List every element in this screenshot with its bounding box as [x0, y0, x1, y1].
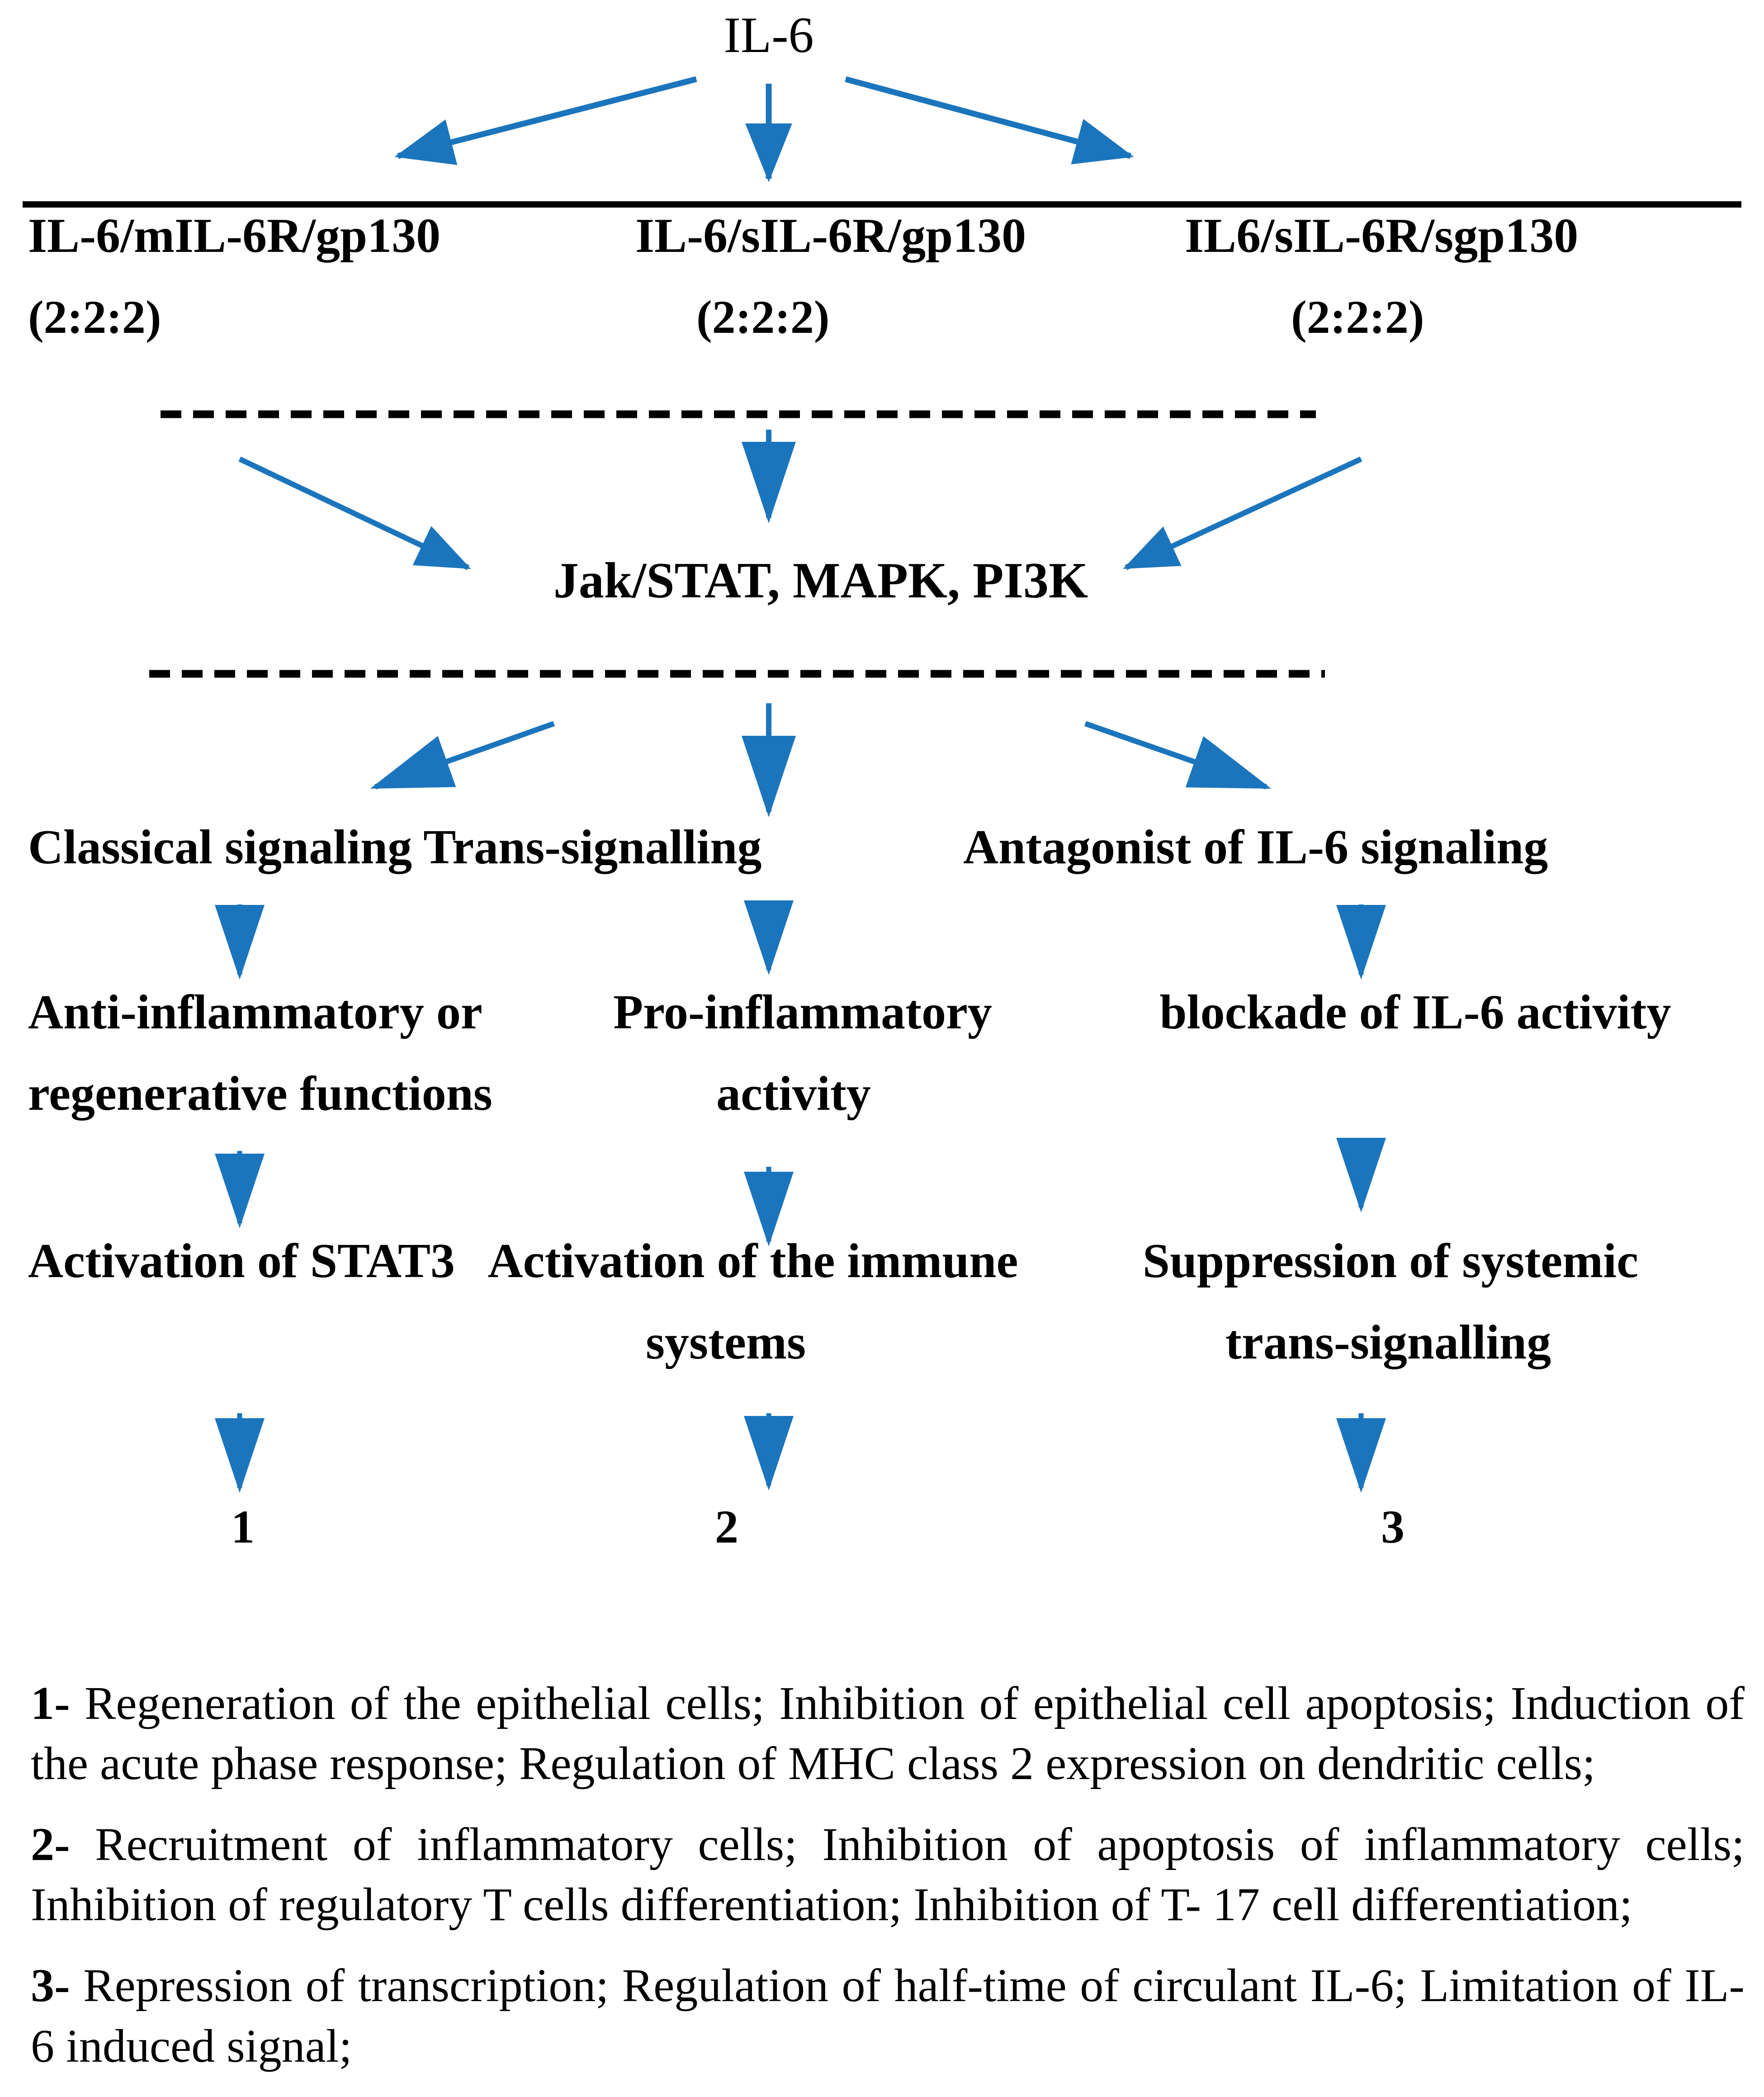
note-text-1: Regeneration of the epithelial cells; In… [31, 1677, 1745, 1790]
outcome-1-line1: Activation of STAT3 [28, 1234, 455, 1288]
note-number-1: 1 [231, 1501, 255, 1553]
note-text-3: Repression of transcription; Regulation … [31, 1960, 1745, 2072]
complex-ratio-3: (2:2:2) [1291, 291, 1424, 343]
pathway-label: Jak/STAT, MAPK, PI3K [553, 553, 1088, 609]
note-number-2: 2 [715, 1501, 738, 1553]
signaling-mode-3: Antagonist of IL-6 signaling [963, 820, 1548, 874]
outcome-2-line2: systems [646, 1316, 806, 1369]
signaling-mode-1: Classical signaling Trans-signalling [28, 820, 762, 874]
complex-label-1: IL-6/mIL-6R/gp130 [28, 209, 441, 263]
arrow-il6-to-antagonist [845, 76, 1134, 165]
effect-1-line2: regenerative functions [28, 1067, 492, 1121]
outcome-2-line1: Activation of the immune [487, 1234, 1018, 1288]
diagram-title: IL-6 [724, 7, 814, 63]
effect-3-line1: blockade of IL-6 activity [1159, 985, 1671, 1039]
complex-label-2: IL-6/sIL-6R/gp130 [635, 209, 1026, 263]
arrow-left-to-pathway [238, 456, 471, 570]
outcome-3-line1: Suppression of systemic [1142, 1234, 1639, 1288]
arrow-right-to-pathway [1123, 456, 1362, 570]
note-marker-2: 2- [31, 1818, 70, 1871]
complex-label-3: IL6/sIL-6R/sgp130 [1185, 209, 1579, 263]
note-text-2: Recruitment of inflammatory cells; Inhib… [31, 1818, 1745, 1931]
note-marker-1: 1- [31, 1677, 70, 1729]
outcome-3-line2: trans-signalling [1225, 1316, 1551, 1369]
effect-2-line2: activity [716, 1067, 871, 1121]
note-item-3: 3- Repression of transcription; Regulati… [31, 1955, 1745, 2076]
arrow-pathway-to-antagonist [1084, 721, 1272, 790]
complex-ratio-1: (2:2:2) [28, 291, 161, 343]
note-item-1: 1- Regeneration of the epithelial cells;… [31, 1673, 1745, 1794]
arrow-il6-to-classical [394, 76, 697, 165]
arrow-pathway-to-classical [370, 721, 555, 790]
effect-1-line1: Anti-inflammatory or [28, 985, 482, 1039]
note-number-3: 3 [1381, 1501, 1405, 1553]
note-marker-3: 3- [31, 1960, 70, 2012]
notes-block: 1- Regeneration of the epithelial cells;… [31, 1673, 1745, 2097]
effect-2-line1: Pro-inflammatory [613, 985, 992, 1039]
complex-ratio-2: (2:2:2) [696, 291, 830, 343]
note-item-2: 2- Recruitment of inflammatory cells; In… [31, 1814, 1745, 1935]
